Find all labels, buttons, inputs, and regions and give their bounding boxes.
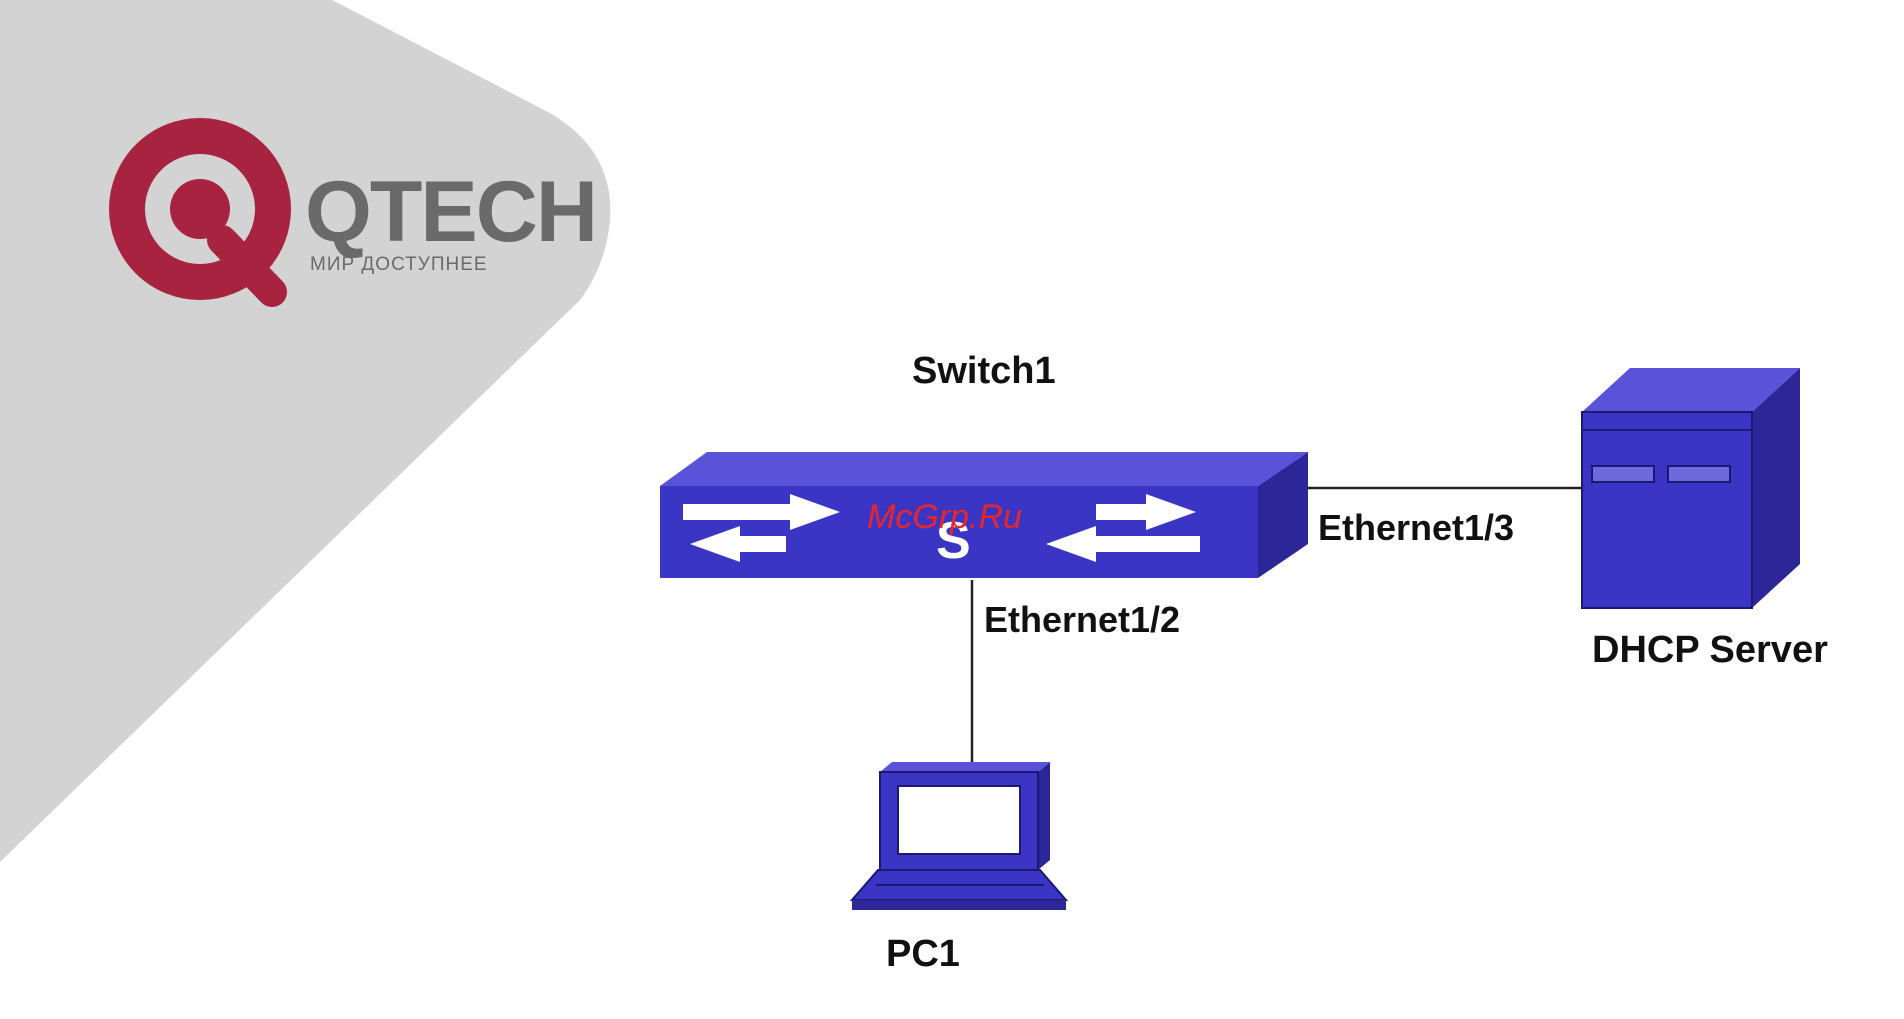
laptop-screen-top <box>880 762 1050 772</box>
brand-background-band <box>0 0 610 862</box>
server-label: DHCP Server <box>1592 629 1828 671</box>
server-drive-bay-right <box>1668 466 1730 482</box>
laptop-screen-display <box>898 786 1020 854</box>
brand-name: QTECH <box>305 164 596 260</box>
server-drive-bay-left <box>1592 466 1654 482</box>
switch-top-face <box>660 452 1308 486</box>
pc-label: PC1 <box>886 933 960 975</box>
watermark-text: McGrp.Ru <box>867 498 1022 536</box>
port-label-ethernet1-2: Ethernet1/2 <box>984 599 1180 640</box>
server-front-face <box>1582 412 1752 608</box>
laptop-screen-side <box>1038 762 1050 870</box>
brand-tagline: МИР ДОСТУПНЕЕ <box>310 254 488 275</box>
port-label-ethernet1-3: Ethernet1/3 <box>1318 507 1514 548</box>
laptop-icon <box>852 762 1066 910</box>
switch-label: Switch1 <box>912 350 1056 392</box>
server-icon <box>1582 368 1800 608</box>
laptop-base-front <box>852 900 1066 910</box>
